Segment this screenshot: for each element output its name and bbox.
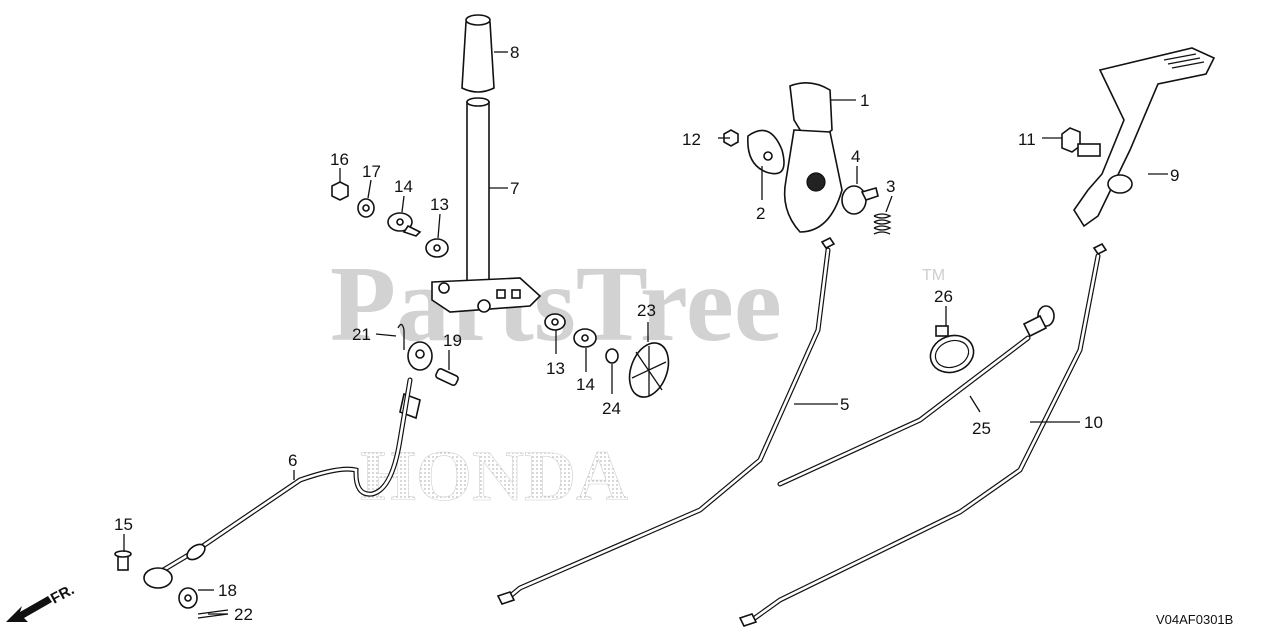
callout-labels: 8 7 1 12 2 4 3 11 9 26 5 10 25 16 17 14 … <box>114 43 1179 624</box>
callout-7: 7 <box>510 179 519 198</box>
part-5-throttle-cable[interactable] <box>496 236 836 605</box>
part-7-lever-rod[interactable] <box>431 97 542 313</box>
part-10-clutch-cable[interactable] <box>738 242 1108 627</box>
part-6-cable[interactable] <box>143 377 421 589</box>
part-2-plate[interactable] <box>747 129 785 175</box>
callout-5: 5 <box>840 395 849 414</box>
watermark: PartsTree TM HONDA <box>330 245 945 516</box>
part-11-bolt[interactable] <box>1061 127 1101 157</box>
front-direction-label: FR. <box>48 581 77 607</box>
honda-watermark: HONDA <box>360 436 628 516</box>
part-23-knob[interactable] <box>623 338 676 403</box>
part-18-washer[interactable] <box>178 587 198 609</box>
callout-18: 18 <box>218 581 237 600</box>
callout-2: 2 <box>756 204 765 223</box>
callout-21: 21 <box>352 325 371 344</box>
part-17-collar[interactable] <box>357 198 375 218</box>
part-16-nut[interactable] <box>331 181 349 201</box>
front-direction-arrow-icon: FR. <box>6 581 77 622</box>
part-14-washer-lower[interactable] <box>573 328 597 348</box>
callout-19: 19 <box>443 331 462 350</box>
diagram-code: V04AF0301B <box>1156 612 1233 627</box>
callout-15: 15 <box>114 515 133 534</box>
part-4-plate[interactable] <box>841 185 879 215</box>
callout-13-upper: 13 <box>430 195 449 214</box>
part-25-choke-cable[interactable] <box>777 305 1055 487</box>
callout-9: 9 <box>1170 166 1179 185</box>
part-12-nut[interactable] <box>723 129 739 147</box>
part-6-cable-joint[interactable] <box>407 341 433 371</box>
part-19-bolt[interactable] <box>435 368 459 386</box>
callout-13-lower: 13 <box>546 359 565 378</box>
callout-1: 1 <box>860 91 869 110</box>
callout-23: 23 <box>637 301 656 320</box>
callout-25: 25 <box>972 419 991 438</box>
callout-16: 16 <box>330 150 349 169</box>
part-8-grip[interactable] <box>461 14 495 93</box>
leader-lines <box>123 51 1168 615</box>
callout-4: 4 <box>851 147 860 166</box>
part-13-washer-lower[interactable] <box>544 313 566 331</box>
part-9-pedal[interactable] <box>1073 47 1216 228</box>
callout-10: 10 <box>1084 413 1103 432</box>
part-26-clamp[interactable] <box>925 325 979 378</box>
part-1-throttle-lever[interactable] <box>783 82 843 233</box>
part-3-spring[interactable] <box>873 213 892 235</box>
callout-17: 17 <box>362 162 381 181</box>
part-15-bolt[interactable] <box>114 550 132 571</box>
part-22-clip[interactable] <box>197 609 229 619</box>
callout-6: 6 <box>288 451 297 470</box>
callout-22: 22 <box>234 605 253 624</box>
part-14-washer-upper[interactable] <box>387 212 422 237</box>
callout-14-lower: 14 <box>576 375 595 394</box>
callout-8: 8 <box>510 43 519 62</box>
part-24-collar[interactable] <box>605 348 619 364</box>
part-21-pin[interactable] <box>397 323 405 350</box>
callout-14-upper: 14 <box>394 177 413 196</box>
callout-24: 24 <box>602 399 621 418</box>
callout-12: 12 <box>682 130 701 149</box>
callout-3: 3 <box>886 177 895 196</box>
part-13-washer-upper[interactable] <box>425 238 449 258</box>
trademark-mark: TM <box>922 267 945 284</box>
callout-26: 26 <box>934 287 953 306</box>
callout-11: 11 <box>1018 130 1036 149</box>
